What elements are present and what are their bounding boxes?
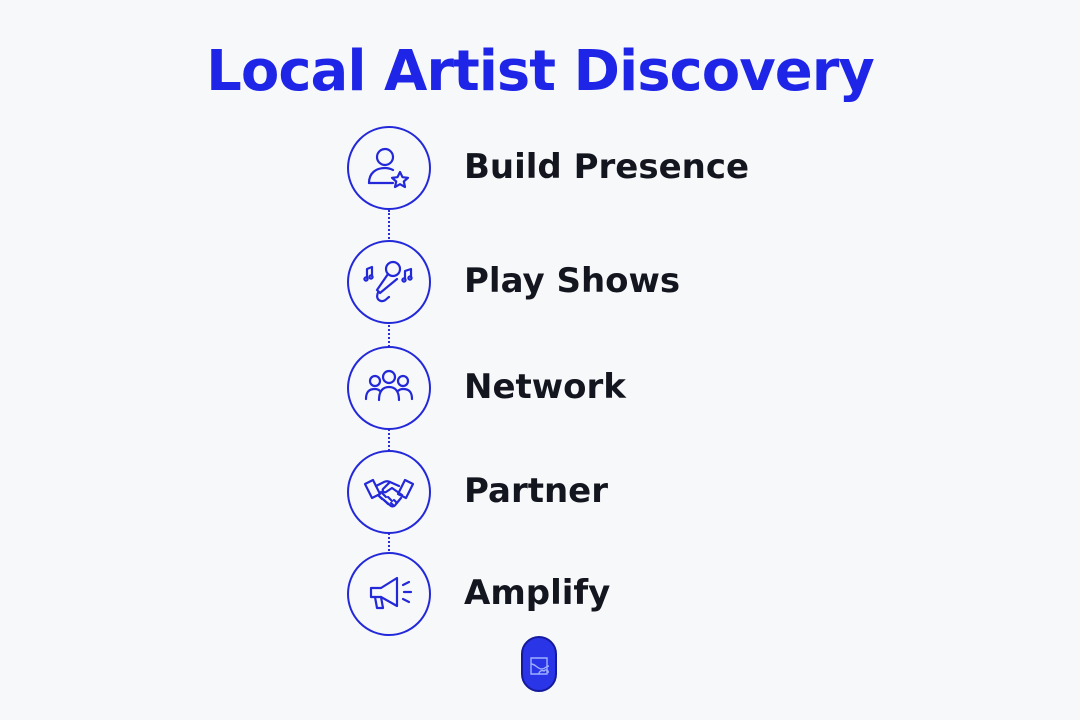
step-network: Network [347,346,947,430]
logo-badge-icon [521,636,557,692]
megaphone-icon [369,576,413,610]
step-build-presence: Build Presence [347,126,947,210]
person-star-icon [367,147,410,189]
step-label: Amplify [464,573,611,613]
page-title: Local Artist Discovery [206,39,875,104]
step-play-shows: Play Shows [347,240,947,324]
step-partner: Partner [347,450,947,534]
microphone-music-icon [363,260,413,303]
step-icon-circle [347,552,431,636]
step-label: Network [464,367,626,407]
people-group-icon [364,369,414,402]
step-amplify: Amplify [347,552,947,636]
badge-mark-icon [530,657,550,675]
step-icon-circle [347,240,431,324]
step-icon-circle [347,346,431,430]
step-label: Build Presence [464,147,750,187]
step-icon-circle [347,450,431,534]
step-label: Partner [464,471,609,511]
step-label: Play Shows [464,261,681,301]
step-icon-circle [347,126,431,210]
handshake-icon [363,478,415,508]
